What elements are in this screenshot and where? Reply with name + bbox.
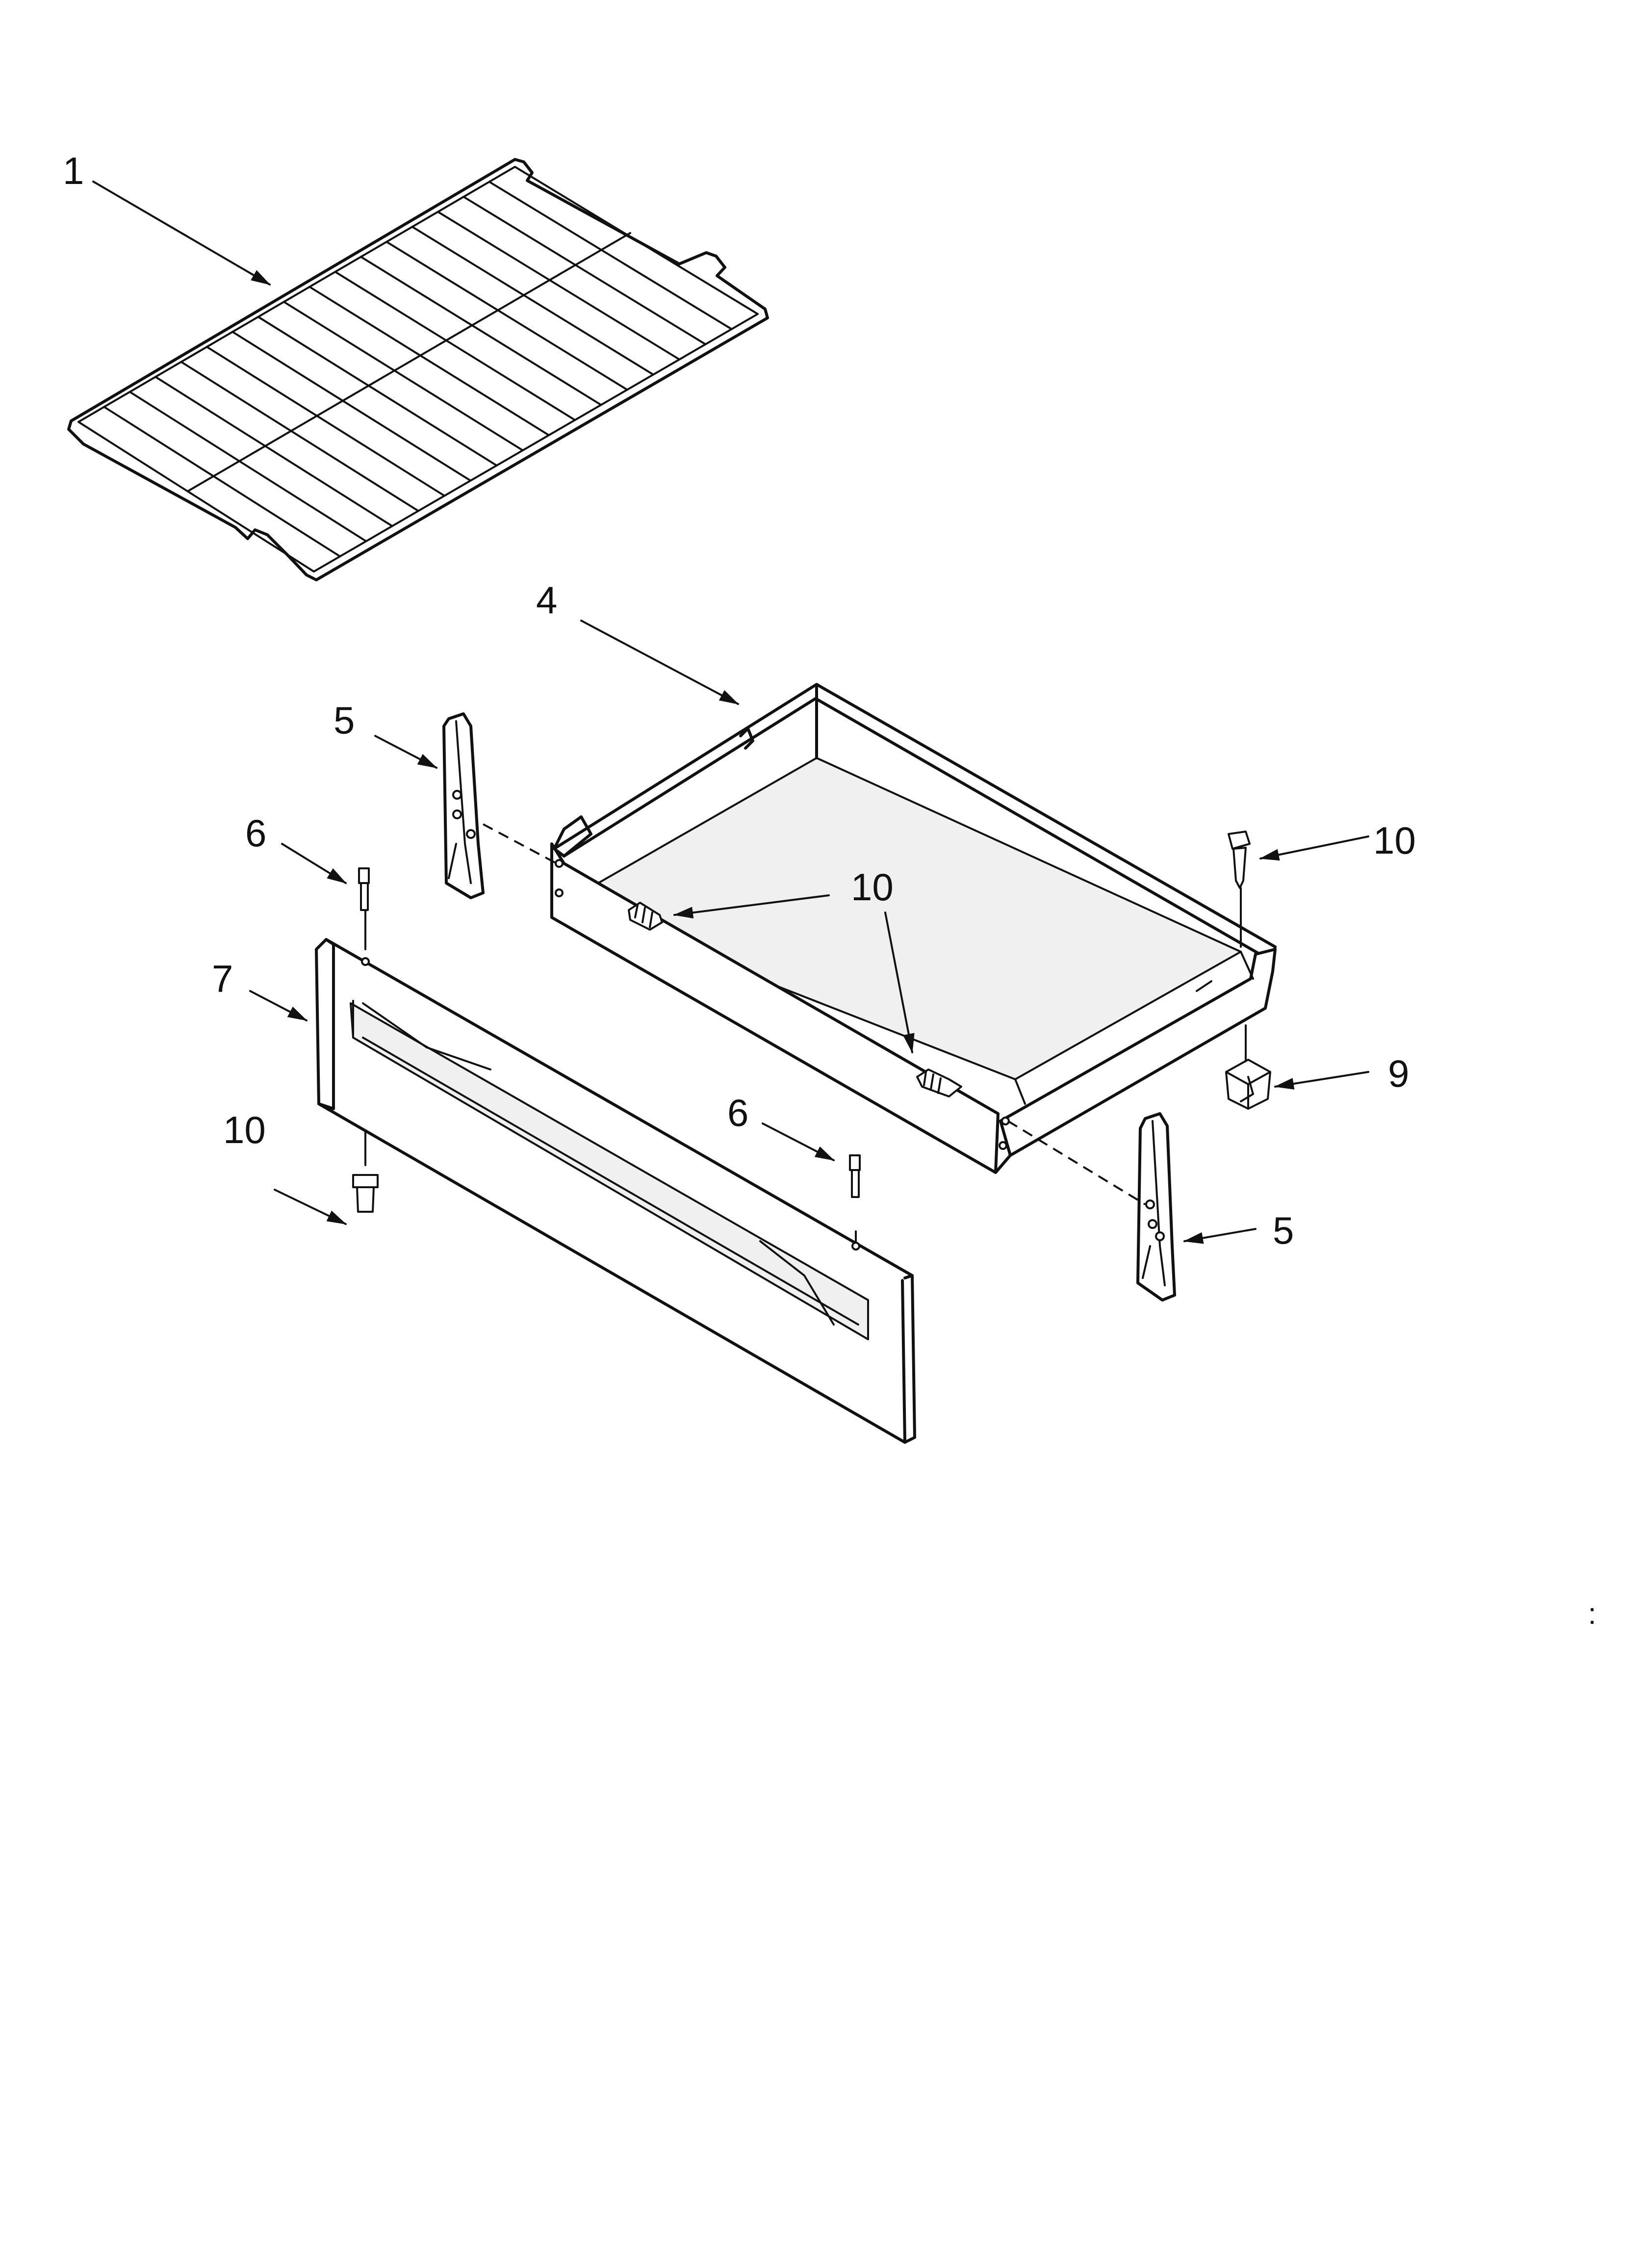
rack-bar [334,271,576,421]
rack-cross-bars [103,181,733,558]
callout-10-panel: 10 [223,1108,266,1151]
callout-6-right: 6 [727,1091,748,1134]
callout-leaders [92,181,1369,1244]
alignment-line-right [1007,1120,1146,1205]
rack-bar [180,361,419,512]
rack-bar [205,346,446,497]
callout-9: 9 [1388,1052,1409,1095]
rack-bar [462,196,707,345]
screw-panel [352,1174,379,1213]
screw-drawer-left [628,902,663,931]
rack-bar [154,376,393,527]
alignment-line-left [483,823,557,864]
rack-bar [282,301,524,451]
rack-bar [308,286,550,437]
rack-bar [488,181,733,330]
drawer-slide-left [442,712,485,899]
rack-bar [231,331,472,482]
callout-10-drawer: 10 [851,865,894,909]
rack-bar [103,406,341,558]
drawer-box [550,683,1277,1174]
drawer-clip [1225,1059,1271,1110]
oven-rack [67,158,769,581]
rack-bar [257,315,498,467]
rack-bar [359,256,602,406]
callout-10-right: 10 [1373,819,1416,862]
margin-mark: : [1588,1597,1596,1630]
rack-bar [128,391,367,543]
rack-bar [411,226,655,376]
callout-1: 1 [63,149,84,192]
rack-bar [436,210,681,361]
rack-bar [385,240,628,391]
pin-right [849,1154,861,1198]
screw-drawer-front [916,1069,962,1097]
callout-7: 7 [212,957,233,1000]
callout-5-right: 5 [1273,1209,1294,1252]
drawer-front-panel [315,938,916,1444]
callout-6-left: 6 [245,811,266,855]
pin-left [358,867,370,911]
callout-4: 4 [536,578,557,622]
callout-5-left: 5 [334,699,355,742]
drawer-slide-right [1136,1112,1176,1302]
screw-drawer-right [1228,831,1251,889]
